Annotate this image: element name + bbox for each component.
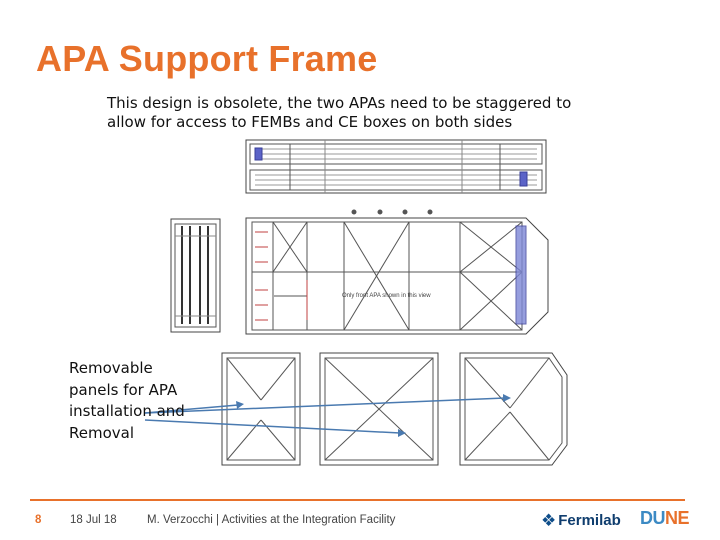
page-number: 8 — [35, 514, 42, 526]
top-view-frame-drawing — [245, 139, 547, 194]
callout-arrows — [144, 394, 511, 437]
front-view-frame-drawing: Only front APA shown in this view — [245, 209, 549, 335]
dune-logo: DUNE — [640, 508, 690, 529]
drawing-annotation-text: Only front APA shown in this view — [342, 293, 431, 299]
removable-panels-drawing — [221, 352, 568, 466]
obsolete-design-note: This design is obsolete, the two APAs ne… — [107, 94, 572, 131]
footer-divider — [30, 499, 685, 501]
footer-author: M. Verzocchi | Activities at the Integra… — [147, 514, 396, 526]
fermilab-logo: ❖ Fermilab — [541, 509, 621, 531]
side-view-drawing — [170, 218, 221, 333]
dune-logo-left: DU — [640, 508, 666, 528]
slide-title: APA Support Frame — [36, 38, 378, 79]
fermilab-mark-icon: ❖ — [541, 510, 557, 530]
removable-panels-callout: Removable panels for APA installation an… — [69, 359, 185, 442]
callout-arrow-middle-panel — [144, 419, 401, 434]
callout-arrow-right-panel — [144, 397, 506, 414]
fermilab-logo-text: Fermilab — [558, 511, 621, 529]
footer-date: 18 Jul 18 — [70, 514, 117, 526]
dune-logo-right: NE — [665, 508, 690, 528]
